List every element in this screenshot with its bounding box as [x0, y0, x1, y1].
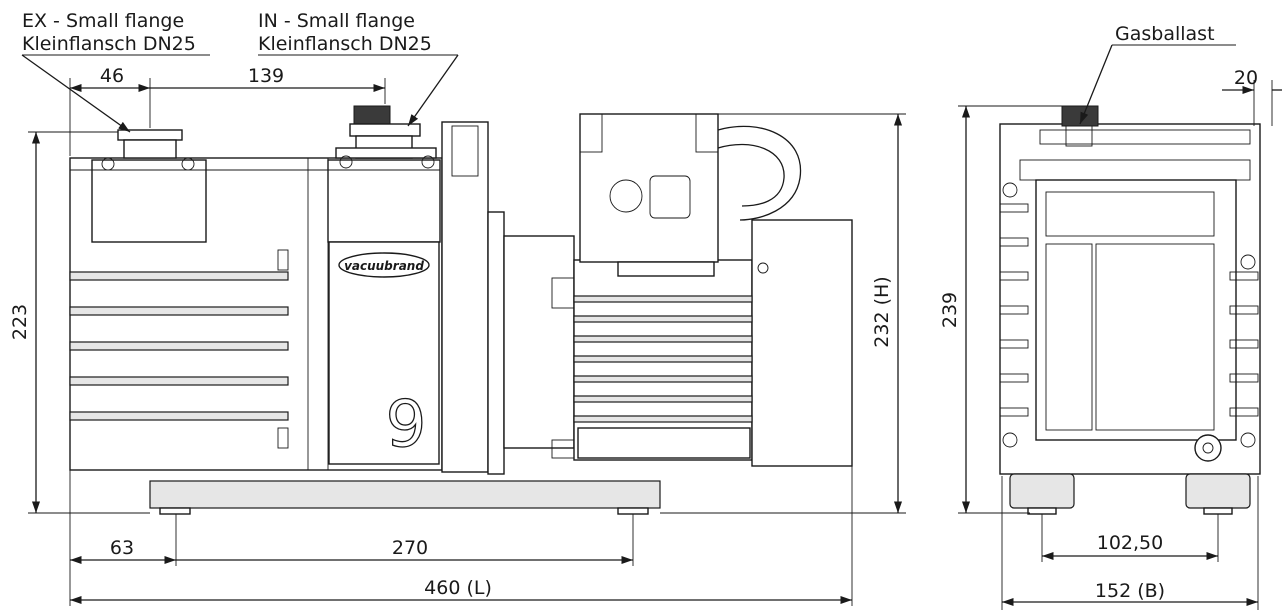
brand-logo: vacuubrand [344, 259, 424, 273]
coupling-bracket [441, 121, 489, 473]
dim-flange-offset: 46 [100, 65, 124, 87]
pump-top-panel [91, 159, 207, 243]
base-plate [149, 480, 661, 509]
front-view: vacuubrand 9 [69, 105, 853, 515]
pump-top-panel-in [327, 159, 441, 243]
annotations: EX - Small flange Kleinflansch DN25 IN -… [9, 10, 1282, 610]
dim-length-total: 460 (L) [424, 577, 492, 599]
side-fins-right [1229, 271, 1259, 417]
dim-flange-spacing: 139 [248, 65, 284, 87]
dim-foot-offset: 63 [110, 537, 134, 559]
base-foot-right [617, 507, 649, 515]
brand-logo-badge [338, 252, 430, 278]
ex-flange-label-line2: Kleinflansch DN25 [22, 33, 196, 55]
coupling-ring [487, 211, 505, 475]
dim-side-foot-spacing: 102,50 [1097, 532, 1163, 554]
pump-fins [69, 249, 289, 449]
side-fins-left [999, 203, 1029, 417]
dim-height-flange: 223 [9, 304, 31, 340]
dim-gas-ballast-offset: 20 [1234, 67, 1258, 89]
base-foot-left [159, 507, 191, 515]
model-number: 9 [386, 388, 427, 462]
oil-drain-plug [1194, 434, 1222, 462]
in-flange-label-line1: IN - Small flange [258, 10, 415, 32]
ex-flange-label-line1: EX - Small flange [22, 10, 184, 32]
motor [551, 113, 853, 467]
inlet-flange [335, 105, 437, 169]
dim-height-total: 232 (H) [871, 276, 893, 347]
side-foot-right [1185, 473, 1251, 509]
motor-fins [573, 295, 753, 423]
dim-side-height: 239 [939, 292, 961, 328]
brand-plate [328, 241, 440, 465]
gas-ballast-label: Gasballast [1115, 23, 1215, 45]
dim-width-total: 152 (B) [1095, 580, 1165, 602]
exhaust-flange [101, 129, 195, 171]
side-foot-left [1009, 473, 1075, 509]
dim-foot-spacing: 270 [392, 537, 428, 559]
side-view [999, 105, 1261, 515]
in-flange-label-line2: Kleinflansch DN25 [258, 33, 432, 55]
